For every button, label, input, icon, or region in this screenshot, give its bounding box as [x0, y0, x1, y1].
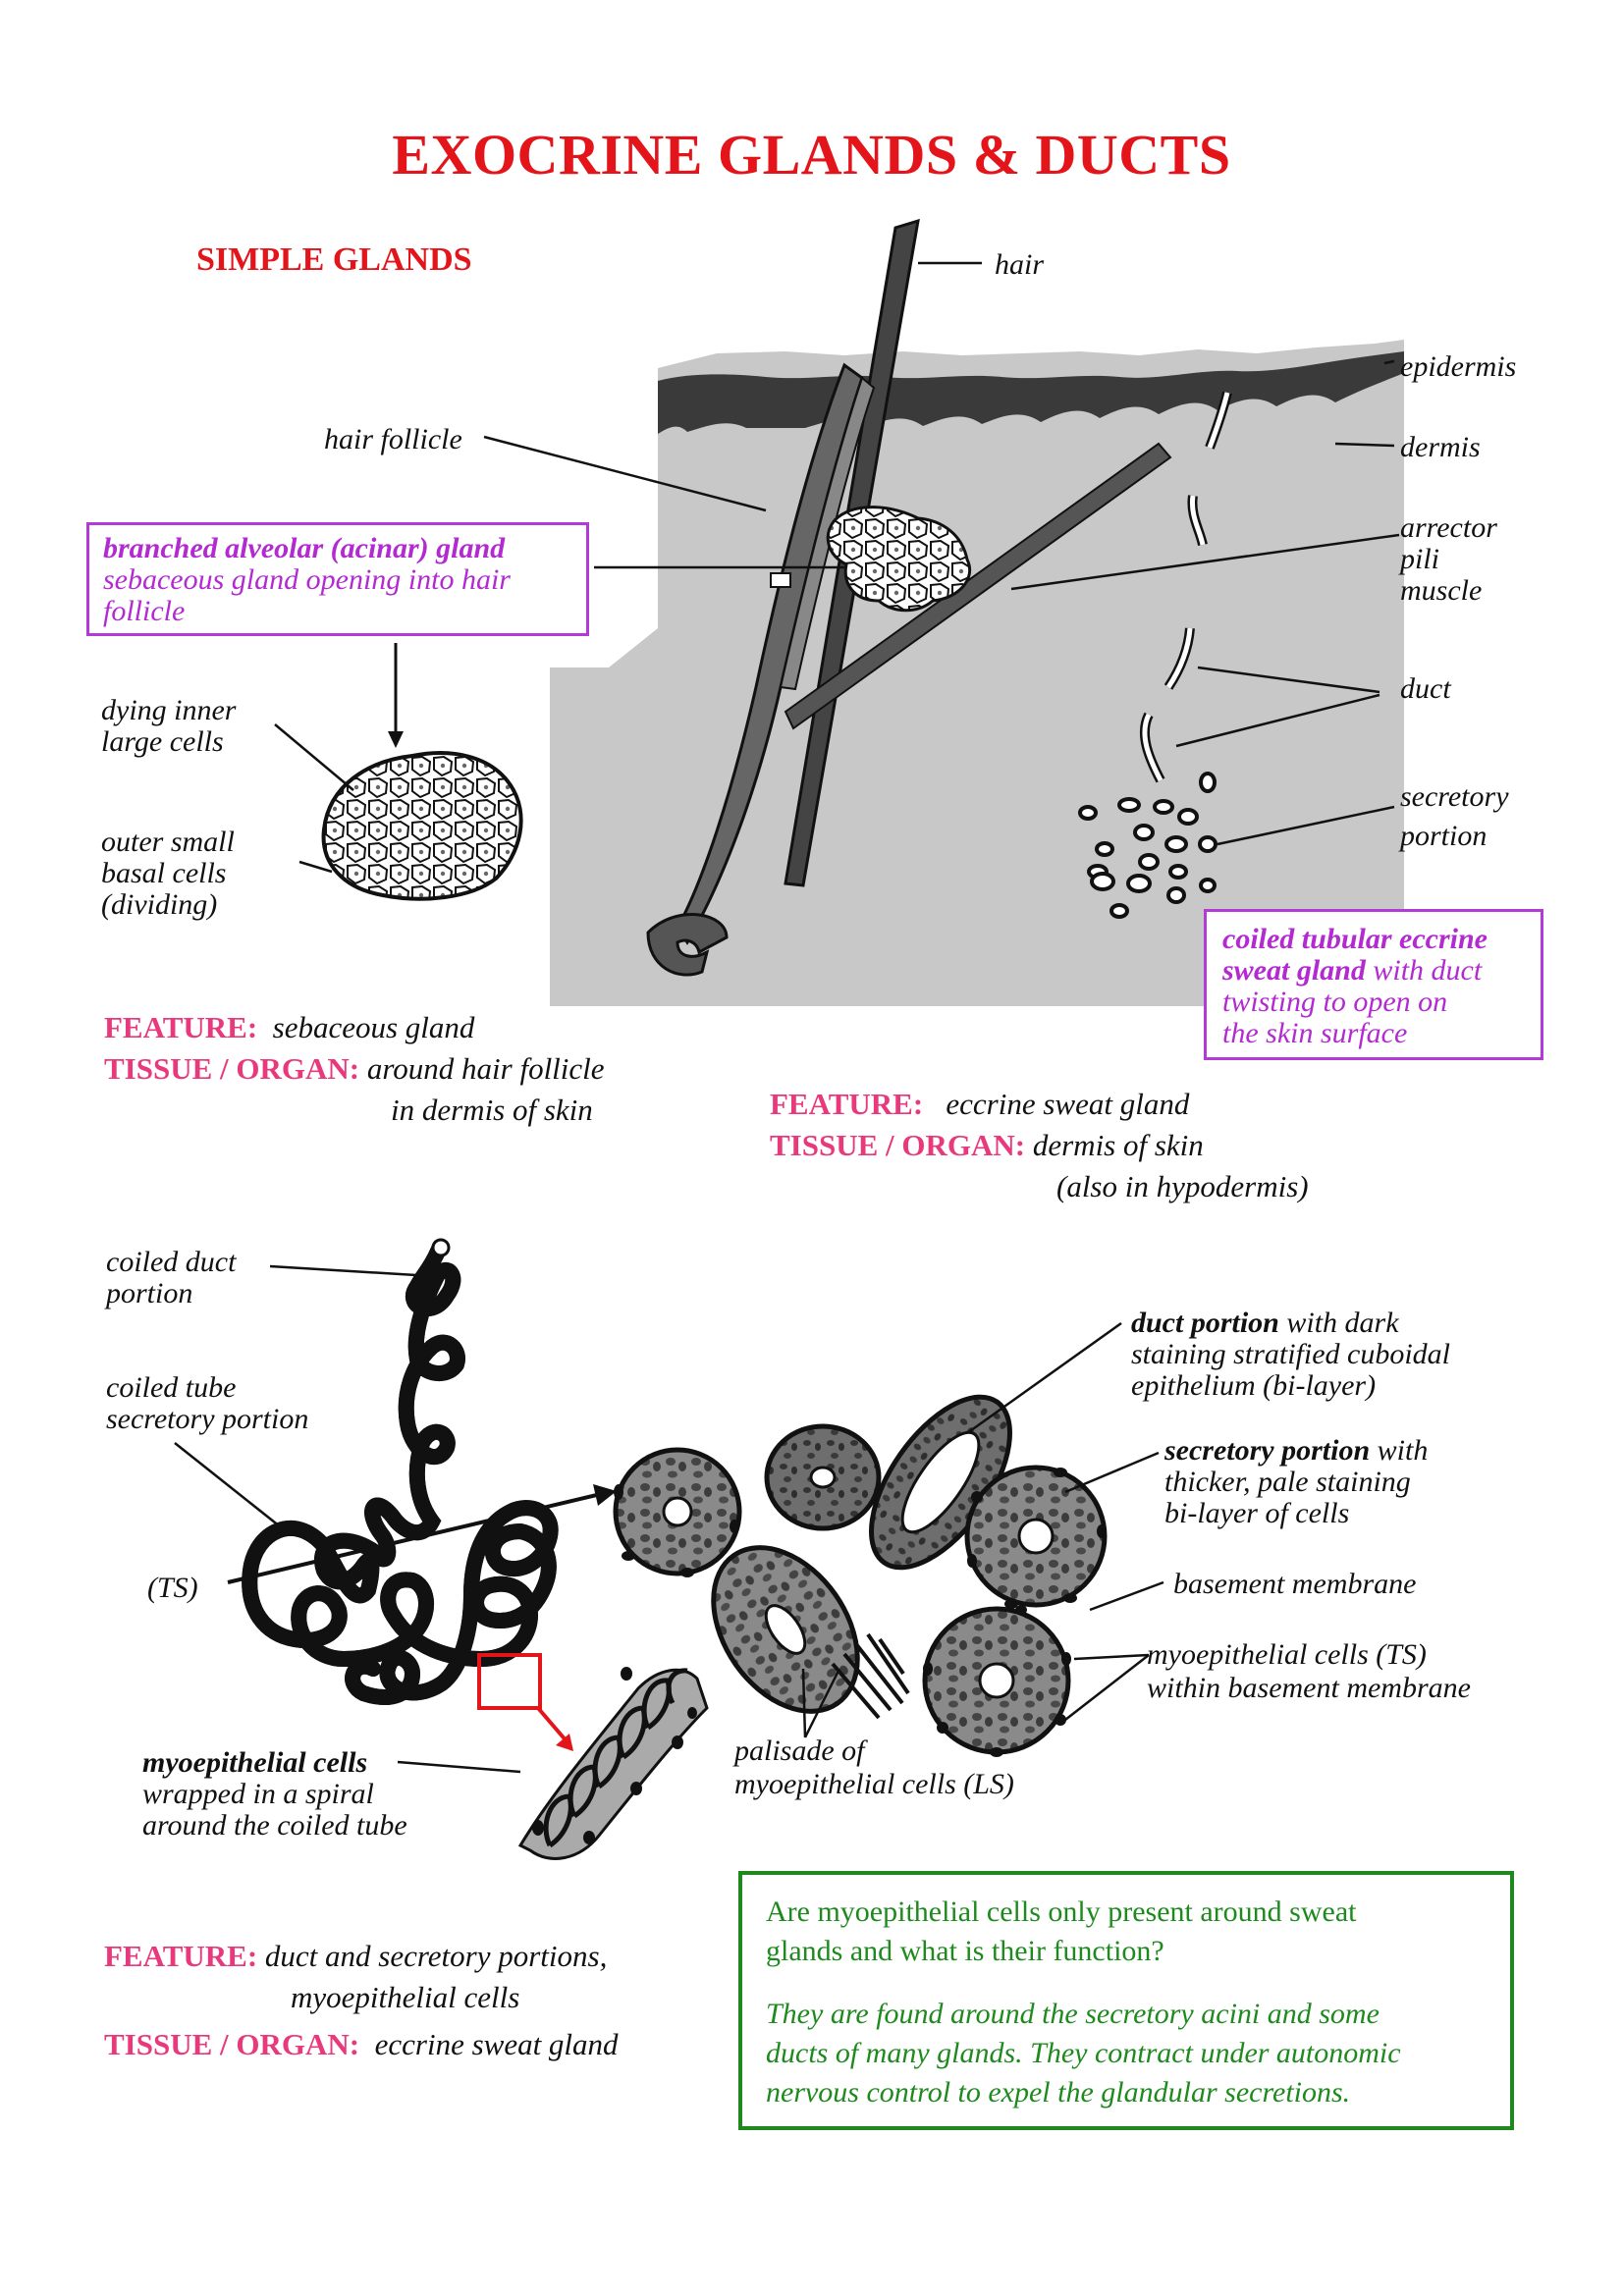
- skin-section: [550, 218, 1404, 1006]
- feature-block-sebaceous: FEATURE: sebaceous gland TISSUE / ORGAN:…: [104, 1007, 605, 1131]
- label-outer-line3: (dividing): [101, 888, 218, 921]
- label-arrector-line2: pili: [1400, 543, 1440, 575]
- tissue-value-line2: (also in hypodermis): [1056, 1169, 1309, 1203]
- leader-lines-bottom: [174, 1264, 1164, 1774]
- ts-arrow: [227, 1492, 602, 1584]
- label-myo-ts-line1: myoepithelial cells (TS): [1147, 1638, 1427, 1671]
- label-arrector-line3: muscle: [1400, 574, 1483, 607]
- eccrine-box-line2: sweat gland with duct: [1222, 955, 1525, 987]
- sebaceous-box-line2: follicle: [103, 595, 186, 627]
- question-line1: Are myoepithelial cells only present aro…: [766, 1896, 1357, 1928]
- label-secretory-line2: portion: [1400, 820, 1488, 852]
- tissue-value-line2: in dermis of skin: [391, 1093, 593, 1127]
- label-sec-rest: with: [1370, 1434, 1429, 1467]
- feature-key: FEATURE:: [104, 1010, 258, 1044]
- sebaceous-box-title: branched alveolar (acinar) gland: [103, 532, 506, 564]
- label-sec-bold: secretory portion: [1164, 1434, 1371, 1467]
- label-myo-line1: myoepithelial cells: [142, 1746, 368, 1779]
- label-outer-line1: outer small: [101, 826, 235, 858]
- label-duct-portion-bold: duct portion: [1131, 1307, 1279, 1339]
- feature-block-eccrine: FEATURE: eccrine sweat gland TISSUE / OR…: [770, 1084, 1309, 1207]
- answer-line3: nervous control to expel the glandular s…: [766, 2076, 1351, 2109]
- eccrine-box-line4: the skin surface: [1222, 1017, 1408, 1049]
- label-duct-portion-line3: epithelium (bi-layer): [1131, 1369, 1377, 1402]
- tissue-key: TISSUE / ORGAN:: [104, 2027, 360, 2061]
- label-coiled-tube-line1: coiled tube: [106, 1371, 237, 1404]
- sebaceous-gland: [826, 506, 971, 613]
- zoom-region-marker: [477, 1653, 542, 1710]
- tissue-key: TISSUE / ORGAN:: [770, 1128, 1026, 1162]
- myoepithelial-spiral-enlarged: [517, 1667, 709, 1860]
- eccrine-gland-box: coiled tubular eccrine sweat gland with …: [1204, 909, 1543, 1060]
- label-myo-line3: around the coiled tube: [142, 1809, 407, 1842]
- feature-key: FEATURE:: [770, 1087, 924, 1121]
- label-outer-line2: basal cells: [101, 857, 227, 889]
- tissue-value-line1: around hair follicle: [366, 1051, 605, 1086]
- answer-line1: They are found around the secretory acin…: [766, 1998, 1380, 2030]
- label-coiled-duct-line2: portion: [106, 1277, 193, 1309]
- hair-bulb: [646, 913, 729, 977]
- label-sec-line3: bi-layer of cells: [1164, 1497, 1350, 1529]
- label-hair: hair: [995, 248, 1045, 281]
- tissue-value: eccrine sweat gland: [374, 2027, 619, 2061]
- eccrine-box-bold2: sweat gland: [1222, 954, 1366, 987]
- question-line2: glands and what is their function?: [766, 1935, 1164, 1967]
- arrector-pili-muscle: [784, 442, 1172, 730]
- question-answer-box: Are myoepithelial cells only present aro…: [738, 1871, 1514, 2130]
- eccrine-box-rest2: with duct: [1365, 954, 1483, 987]
- label-duct-portion-rest: with dark: [1278, 1307, 1399, 1339]
- label-epidermis: epidermis: [1400, 350, 1517, 383]
- feature-value-line1: duct and secretory portions,: [264, 1939, 608, 1973]
- label-palisade-line1: palisade of: [734, 1735, 865, 1767]
- sebaceous-box-line1: sebaceous gland opening into hair: [103, 563, 511, 596]
- feature-value-line2: myoepithelial cells: [291, 1980, 520, 2014]
- tissue-value-line1: dermis of skin: [1032, 1128, 1204, 1162]
- feature-value: sebaceous gland: [272, 1010, 475, 1044]
- label-dying-line1: dying inner: [101, 694, 237, 726]
- label-sec-line1: secretory portion with: [1164, 1435, 1428, 1467]
- label-hair-follicle: hair follicle: [324, 423, 462, 455]
- label-sec-line2: thicker, pale staining: [1164, 1466, 1411, 1498]
- label-duct-portion-line2: staining stratified cuboidal: [1131, 1338, 1451, 1370]
- label-ts: (TS): [147, 1572, 198, 1604]
- answer-line2: ducts of many glands. They contract unde…: [766, 2037, 1401, 2069]
- dermis-region: [550, 340, 1404, 1006]
- eccrine-box-line1: coiled tubular eccrine: [1222, 923, 1488, 955]
- label-dying-line2: large cells: [101, 725, 224, 758]
- leader-lines-top: [274, 261, 1400, 874]
- label-duct: duct: [1400, 672, 1451, 705]
- sweat-secretory-cells: [1078, 772, 1217, 919]
- feature-key: FEATURE:: [104, 1939, 258, 1973]
- coiled-tubular-gland: [249, 1239, 550, 1697]
- sebaceous-gland-enlarged: [321, 751, 523, 901]
- label-basement-membrane: basement membrane: [1173, 1568, 1417, 1600]
- eccrine-box-line3: twisting to open on: [1222, 986, 1448, 1018]
- sebaceous-gland-box: branched alveolar (acinar) gland sebaceo…: [86, 522, 589, 636]
- tissue-key: TISSUE / ORGAN:: [104, 1051, 360, 1086]
- label-duct-portion-line1: duct portion with dark: [1131, 1308, 1399, 1339]
- label-myo-line2: wrapped in a spiral: [142, 1778, 374, 1810]
- label-myo-ts-line2: within basement membrane: [1147, 1672, 1471, 1704]
- label-dermis: dermis: [1400, 431, 1481, 463]
- label-palisade-line2: myoepithelial cells (LS): [734, 1768, 1014, 1800]
- label-arrector-line1: arrector: [1400, 511, 1497, 544]
- feature-value: eccrine sweat gland: [946, 1087, 1190, 1121]
- page-title: EXOCRINE GLANDS & DUCTS: [392, 123, 1231, 187]
- section-simple-glands: SIMPLE GLANDS: [196, 241, 472, 278]
- label-secretory-line1: secretory: [1400, 780, 1509, 813]
- label-coiled-tube-line2: secretory portion: [106, 1403, 309, 1435]
- feature-block-coiled: FEATURE: duct and secretory portions, my…: [104, 1936, 619, 2065]
- gland-cross-sections: [613, 1394, 1108, 1757]
- label-coiled-duct-line1: coiled duct: [106, 1246, 237, 1278]
